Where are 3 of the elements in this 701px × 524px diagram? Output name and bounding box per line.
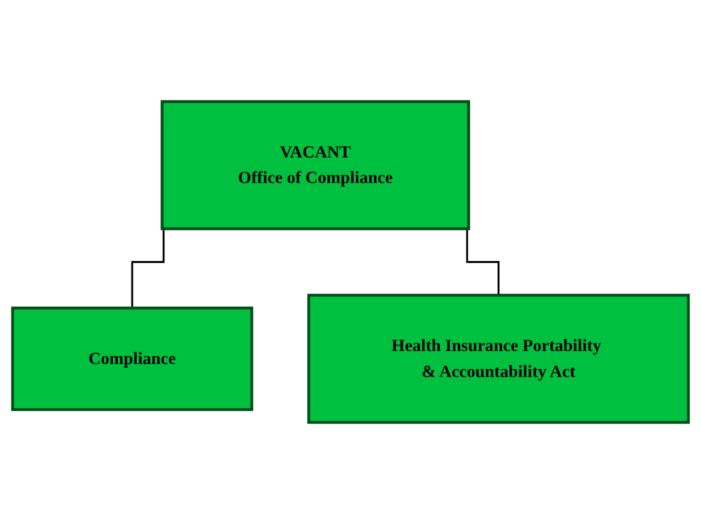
node-box: Health Insurance Portability & Accountability Act (307, 294, 690, 424)
node-box: VACANT Office of Compliance (160, 100, 470, 230)
node-box: Compliance (11, 306, 254, 411)
